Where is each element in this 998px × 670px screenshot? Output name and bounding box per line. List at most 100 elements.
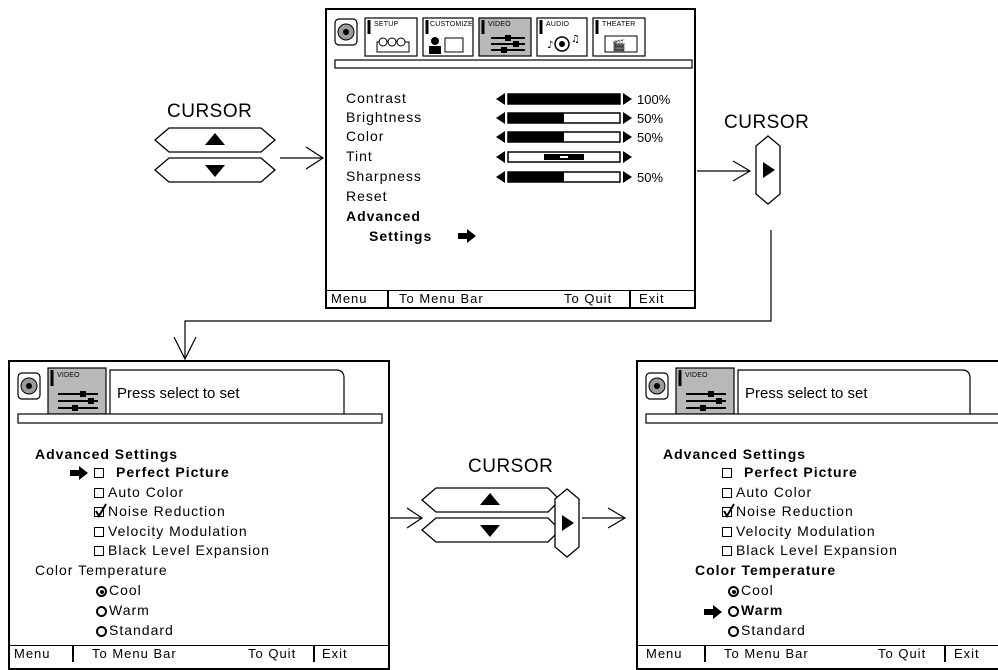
cursor-right-icon[interactable] [551, 485, 591, 565]
checkbox-perfect-picture[interactable] [722, 468, 732, 478]
footer-bar: Menu To Menu Bar To Quit Exit [327, 290, 694, 307]
flow-arrow-3 [389, 507, 424, 529]
right-arrow-icon [623, 151, 632, 163]
checkbox-black-level-expansion[interactable] [94, 546, 104, 556]
slider-sharpness[interactable] [496, 170, 636, 184]
svg-text:♪: ♪ [547, 40, 553, 51]
menu-item-tint[interactable]: Tint [346, 148, 373, 164]
slider-fill [508, 113, 564, 123]
checkbox-black-level-expansion[interactable] [722, 546, 732, 556]
footer-to-quit: To Quit [248, 646, 297, 661]
tab-video-small[interactable]: VIDEO [685, 372, 708, 379]
menu-item-brightness[interactable]: Brightness [346, 109, 423, 125]
slider-tint[interactable] [496, 150, 636, 164]
left-arrow-icon [496, 131, 505, 143]
menu-item-reset[interactable]: Reset [346, 188, 388, 204]
cursor-up-down-icon[interactable] [145, 125, 295, 195]
cursor-label-right: CURSOR [724, 112, 810, 133]
flow-arrow-2 [697, 160, 752, 182]
slider-brightness[interactable] [496, 111, 636, 125]
selection-arrow-icon [704, 605, 722, 619]
prompt-text: Press select to set [117, 385, 240, 402]
menu-item-sharpness[interactable]: Sharpness [346, 168, 422, 184]
color-value: 50% [637, 130, 664, 145]
right-arrow-icon [623, 171, 632, 183]
menu-item-color[interactable]: Color [346, 128, 385, 144]
radio-warm[interactable] [96, 606, 107, 617]
checkbox-perfect-picture[interactable] [94, 468, 104, 478]
left-arrow-icon [496, 93, 505, 105]
advanced-title: Advanced Settings [35, 446, 179, 462]
advanced-settings-screen-left: VIDEO Press select to set Advanced Setti… [8, 360, 390, 670]
radio-warm[interactable] [728, 606, 739, 617]
option-warm: Warm [109, 602, 150, 618]
slider-fill [508, 172, 564, 182]
footer-to-menu-bar: To Menu Bar [92, 646, 177, 661]
menu-item-contrast[interactable]: Contrast [346, 90, 407, 106]
tab-video[interactable]: VIDEO [488, 21, 511, 28]
selection-arrow-icon [458, 229, 476, 243]
checkbox-auto-color[interactable] [94, 488, 104, 498]
footer-exit: Exit [639, 291, 665, 306]
radio-cool[interactable] [96, 586, 107, 597]
checkbox-velocity-modulation[interactable] [94, 527, 104, 537]
sharpness-value: 50% [637, 170, 664, 185]
option-perfect-picture: Perfect Picture [116, 464, 230, 480]
footer-bar: Menu To Menu Bar To Quit Exit [10, 645, 388, 662]
slider-fill [508, 132, 564, 142]
svg-text:♫: ♫ [571, 34, 580, 45]
footer-bar: Menu To Menu Bar To Quit Exit [638, 645, 998, 662]
contrast-value: 100% [637, 92, 671, 107]
option-standard: Standard [109, 622, 174, 638]
footer-menu: Menu [14, 646, 51, 661]
slider-color[interactable] [496, 130, 636, 144]
footer-to-quit: To Quit [878, 646, 927, 661]
option-standard: Standard [741, 622, 806, 638]
menu-item-advanced[interactable]: Advanced [346, 208, 421, 224]
check-mark-icon [95, 503, 107, 518]
radio-standard[interactable] [728, 626, 739, 637]
option-noise-reduction: Noise Reduction [736, 503, 854, 519]
cursor-right-icon[interactable] [750, 132, 790, 212]
checkbox-velocity-modulation[interactable] [722, 527, 732, 537]
left-arrow-icon [496, 171, 505, 183]
prompt-text: Press select to set [745, 385, 868, 402]
tab-audio[interactable]: AUDIO [546, 21, 570, 28]
option-velocity-modulation: Velocity Modulation [108, 523, 248, 539]
right-arrow-icon [623, 131, 632, 143]
color-temperature-label[interactable]: Color Temperature [695, 562, 837, 578]
selection-arrow-icon [70, 466, 88, 480]
footer-to-menu-bar: To Menu Bar [724, 646, 809, 661]
radio-cool[interactable] [728, 586, 739, 597]
menu-item-advanced-settings[interactable]: Settings [369, 228, 433, 244]
tab-theater[interactable]: THEATER [602, 21, 636, 28]
right-arrow-icon [623, 93, 632, 105]
footer-menu: Menu [331, 291, 368, 306]
radio-standard[interactable] [96, 626, 107, 637]
brightness-value: 50% [637, 111, 664, 126]
option-cool: Cool [741, 582, 774, 598]
option-velocity-modulation: Velocity Modulation [736, 523, 876, 539]
advanced-header [645, 367, 998, 424]
color-temperature-label: Color Temperature [35, 562, 168, 578]
footer-exit: Exit [322, 646, 348, 661]
cursor-up-down-icon[interactable] [412, 485, 562, 555]
checkbox-auto-color[interactable] [722, 488, 732, 498]
cursor-label-middle: CURSOR [468, 456, 554, 477]
tab-video-small[interactable]: VIDEO [57, 372, 80, 379]
advanced-settings-screen-right: VIDEO Press select to set Advanced Setti… [636, 360, 998, 670]
flow-arrow-4 [582, 507, 627, 529]
option-auto-color: Auto Color [108, 484, 185, 500]
check-mark-icon [723, 503, 735, 518]
slider-thumb-mark [560, 156, 568, 158]
right-arrow-icon [623, 112, 632, 124]
svg-text:🎬: 🎬 [612, 39, 626, 52]
slider-contrast[interactable] [496, 92, 636, 106]
tab-setup[interactable]: SETUP [374, 21, 399, 28]
left-arrow-icon [496, 112, 505, 124]
advanced-title: Advanced Settings [663, 446, 807, 462]
tab-customize[interactable]: CUSTOMIZE [430, 21, 473, 28]
video-menu-screen: ♪ ♫ 🎬 SETUP CUSTOMIZE VIDEO AUDIO THEATER… [325, 8, 696, 309]
option-noise-reduction: Noise Reduction [108, 503, 226, 519]
